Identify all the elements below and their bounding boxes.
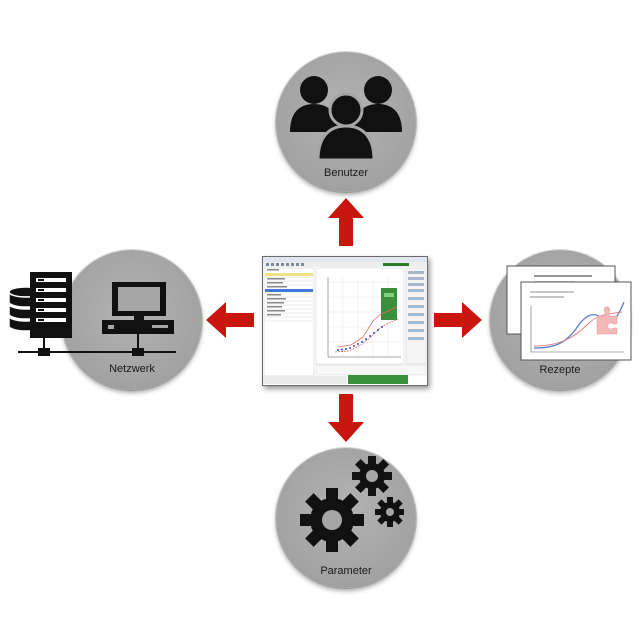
- node-benutzer: Benutzer: [276, 52, 416, 192]
- arrow-left: [206, 302, 254, 338]
- users-icon: [290, 76, 402, 162]
- node-label-benutzer: Benutzer: [323, 167, 369, 179]
- arrow-up: [328, 198, 364, 246]
- arrow-right: [434, 302, 482, 338]
- node-parameter: Parameter: [276, 448, 416, 588]
- software-screenshot: [262, 256, 428, 386]
- arrow-down: [328, 394, 364, 442]
- node-label-netzwerk: Netzwerk: [109, 363, 155, 375]
- node-label-rezepte: Rezepte: [539, 364, 581, 376]
- node-label-parameter: Parameter: [320, 565, 372, 577]
- recipe-documents-icon: [506, 265, 632, 361]
- network-server-icon: [8, 272, 176, 356]
- software-screenshot-image: [263, 257, 427, 384]
- gears-icon: [300, 456, 404, 552]
